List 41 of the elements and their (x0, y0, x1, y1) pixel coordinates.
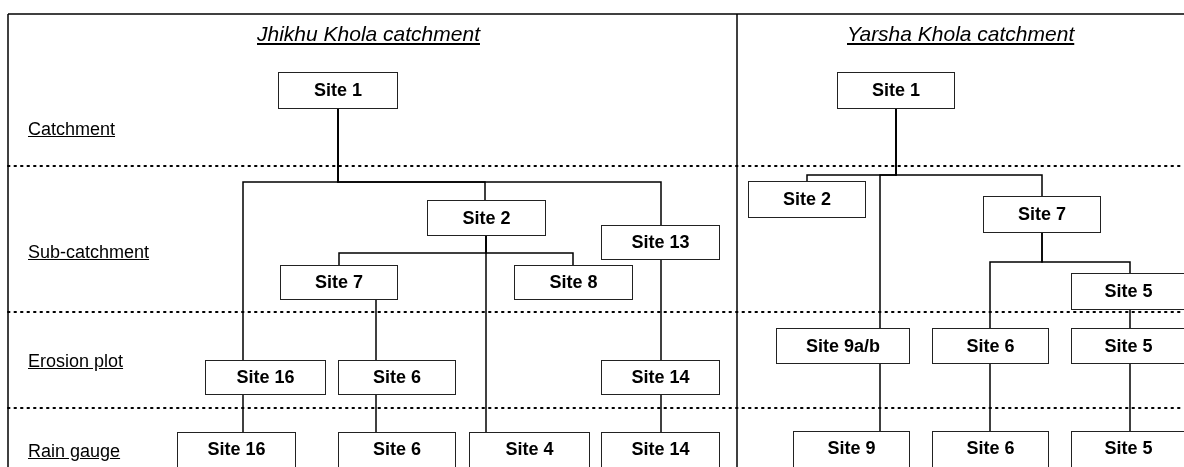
site-box: Site 9a/b (776, 328, 910, 364)
row-label: Sub-catchment (28, 242, 150, 263)
connector-line (337, 108, 662, 226)
site-box: Site 6 (338, 360, 456, 395)
site-box: Site 8 (514, 265, 633, 300)
site-box: Site 1 (837, 72, 955, 109)
connector-line (1129, 309, 1131, 329)
site-box: Site 1 (278, 72, 398, 109)
connector-line (660, 394, 662, 433)
section-heading: Yarsha Khola catchment (847, 22, 1075, 46)
row-label: Catchment (28, 119, 116, 140)
site-box: Site 5 (1071, 273, 1184, 310)
connector-line (485, 235, 487, 433)
connector-line (1129, 363, 1131, 432)
site-box: Site 13 (601, 225, 720, 260)
site-box: Site 14 (601, 432, 720, 467)
site-box: Site 16 (177, 432, 296, 467)
connector-line (375, 299, 377, 361)
row-label: Rain gauge (28, 441, 121, 462)
connector-line (895, 108, 1043, 197)
site-box: Site 4 (469, 432, 590, 467)
connector-line (989, 363, 991, 432)
site-box: Site 2 (427, 200, 546, 236)
connector-line (242, 394, 244, 433)
row-label: Erosion plot (28, 351, 124, 372)
site-box: Site 7 (983, 196, 1101, 233)
connector-line (660, 259, 662, 361)
site-box: Site 9 (793, 431, 910, 467)
connector-line (1041, 232, 1131, 274)
connector-line (375, 394, 377, 433)
section-heading: Jhikhu Khola catchment (257, 22, 480, 46)
site-box: Site 16 (205, 360, 326, 395)
site-box: Site 5 (1071, 328, 1184, 364)
site-box: Site 6 (338, 432, 456, 467)
site-box: Site 6 (932, 431, 1049, 467)
site-box: Site 14 (601, 360, 720, 395)
site-box: Site 5 (1071, 431, 1184, 467)
site-box: Site 7 (280, 265, 398, 300)
site-box: Site 6 (932, 328, 1049, 364)
site-box: Site 2 (748, 181, 866, 218)
connector-line (879, 363, 881, 432)
